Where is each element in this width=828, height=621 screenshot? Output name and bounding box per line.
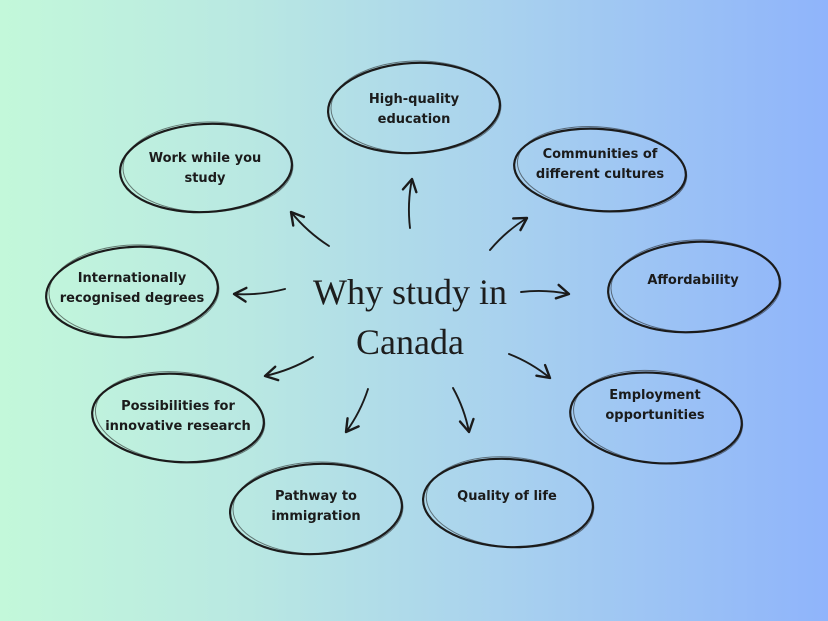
oval-outline-pathway-to-immigration [232, 461, 404, 555]
arrow-to-possibilities-for-innovative-research [263, 356, 314, 382]
oval-outline-internationally-recognised-degrees [48, 244, 220, 338]
node-pathway-to-immigration: Pathway to immigration [271, 489, 361, 524]
oval-outline-possibilities-for-innovative-research [94, 371, 266, 464]
node-affordability: Affordability [647, 273, 739, 288]
node-employment-opportunities: Employment opportunities [605, 388, 705, 423]
oval-outline-employment-opportunities [573, 369, 744, 465]
oval-outline-affordability [610, 239, 782, 333]
node-high-quality-education: High-quality education [368, 92, 460, 127]
node-quality-of-life: Quality of life [457, 489, 557, 504]
arrow-to-communities-of-different-cultures [489, 216, 529, 251]
arrow-to-internationally-recognised-degrees [232, 286, 286, 303]
arrow-to-affordability [520, 283, 571, 300]
arrow-to-work-while-you-study [289, 210, 330, 247]
oval-outline-high-quality-education [330, 60, 502, 154]
oval-outline-communities-of-different-cultures [516, 126, 688, 213]
oval-outline-work-while-you-study [122, 121, 294, 213]
arrow-to-pathway-to-immigration [344, 388, 369, 434]
arrow-to-employment-opportunities [508, 353, 552, 380]
arrow-to-high-quality-education [401, 177, 418, 229]
node-work-while-you-study: Work while you study [148, 151, 262, 186]
diagram-title: Why study in Canada [313, 272, 507, 362]
node-communities-of-different-cultures: Communities of different cultures [535, 147, 665, 182]
node-internationally-recognised-degrees: Internationally recognised degrees [59, 271, 205, 306]
arrow-to-quality-of-life [452, 387, 475, 434]
oval-outline-quality-of-life [425, 456, 595, 549]
node-possibilities-for-innovative-research: Possibilities for innovative research [105, 399, 251, 434]
